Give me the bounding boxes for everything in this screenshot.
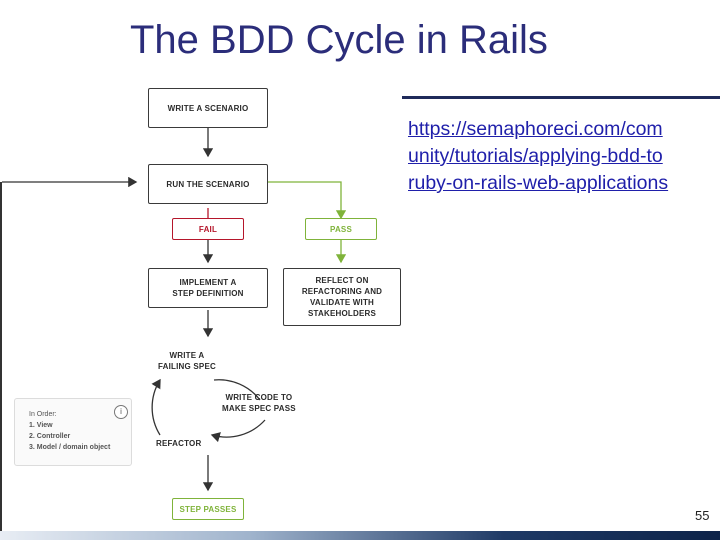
slide-left-edge [0,182,2,531]
reflect-line-1: REFLECT ON [315,276,369,285]
pass-box: PASS [305,218,377,240]
link-line-2[interactable]: unity/tutorials/applying-bdd-to [408,145,663,167]
write-failing-spec-label: WRITE A FAILING SPEC [158,351,216,371]
note-item-1: 1. View [29,422,53,429]
note-heading: In Order: [29,411,57,418]
reflect-line-3: VALIDATE WITH [309,298,375,307]
title-divider [402,96,720,99]
write-code-label: WRITE CODE TO MAKE SPEC PASS [222,393,296,413]
fail-box: FAIL [172,218,244,240]
link-line-1[interactable]: https://semaphoreci.com/com [408,118,663,140]
arrow-run-to-pass [268,181,347,220]
link-line-3[interactable]: ruby-on-rails-web-applications [408,172,669,194]
run-scenario-box: RUN THE SCENARIO [148,164,268,204]
write-scenario-box: WRITE A SCENARIO [148,88,268,128]
implement-line-1: IMPLEMENT A [179,278,237,287]
note-item-2: 2. Controller [29,433,71,440]
page-number: 55 [695,508,710,523]
implement-line-2: STEP DEFINITION [172,289,244,298]
note-item-3: 3. Model / domain object [29,444,111,451]
step-passes-box: STEP PASSES [172,498,244,520]
arc-refactor-to-spec [151,378,161,436]
arc-spec-to-code [213,379,261,401]
refactor-label: REFACTOR [156,439,202,448]
reflect-line-2: REFACTORING AND [301,287,383,296]
reference-link[interactable]: https://semaphoreci.com/com unity/tutori… [408,116,720,197]
info-icon: i [114,405,128,419]
bottom-gradient-bar [0,531,720,540]
order-note: In Order: 1. View 2. Controller 3. Model… [14,398,132,466]
arc-code-to-refactor [210,419,266,443]
reflect-box: REFLECT ON REFACTORING AND VALIDATE WITH… [283,268,401,326]
diagram-connectors [2,128,347,492]
slide-title: The BDD Cycle in Rails [130,18,548,62]
reflect-line-4: STAKEHOLDERS [307,309,377,318]
implement-step-box: IMPLEMENT A STEP DEFINITION [148,268,268,308]
bdd-cycle-diagram: WRITE A SCENARIO RUN THE SCENARIO FAIL P… [0,80,420,540]
